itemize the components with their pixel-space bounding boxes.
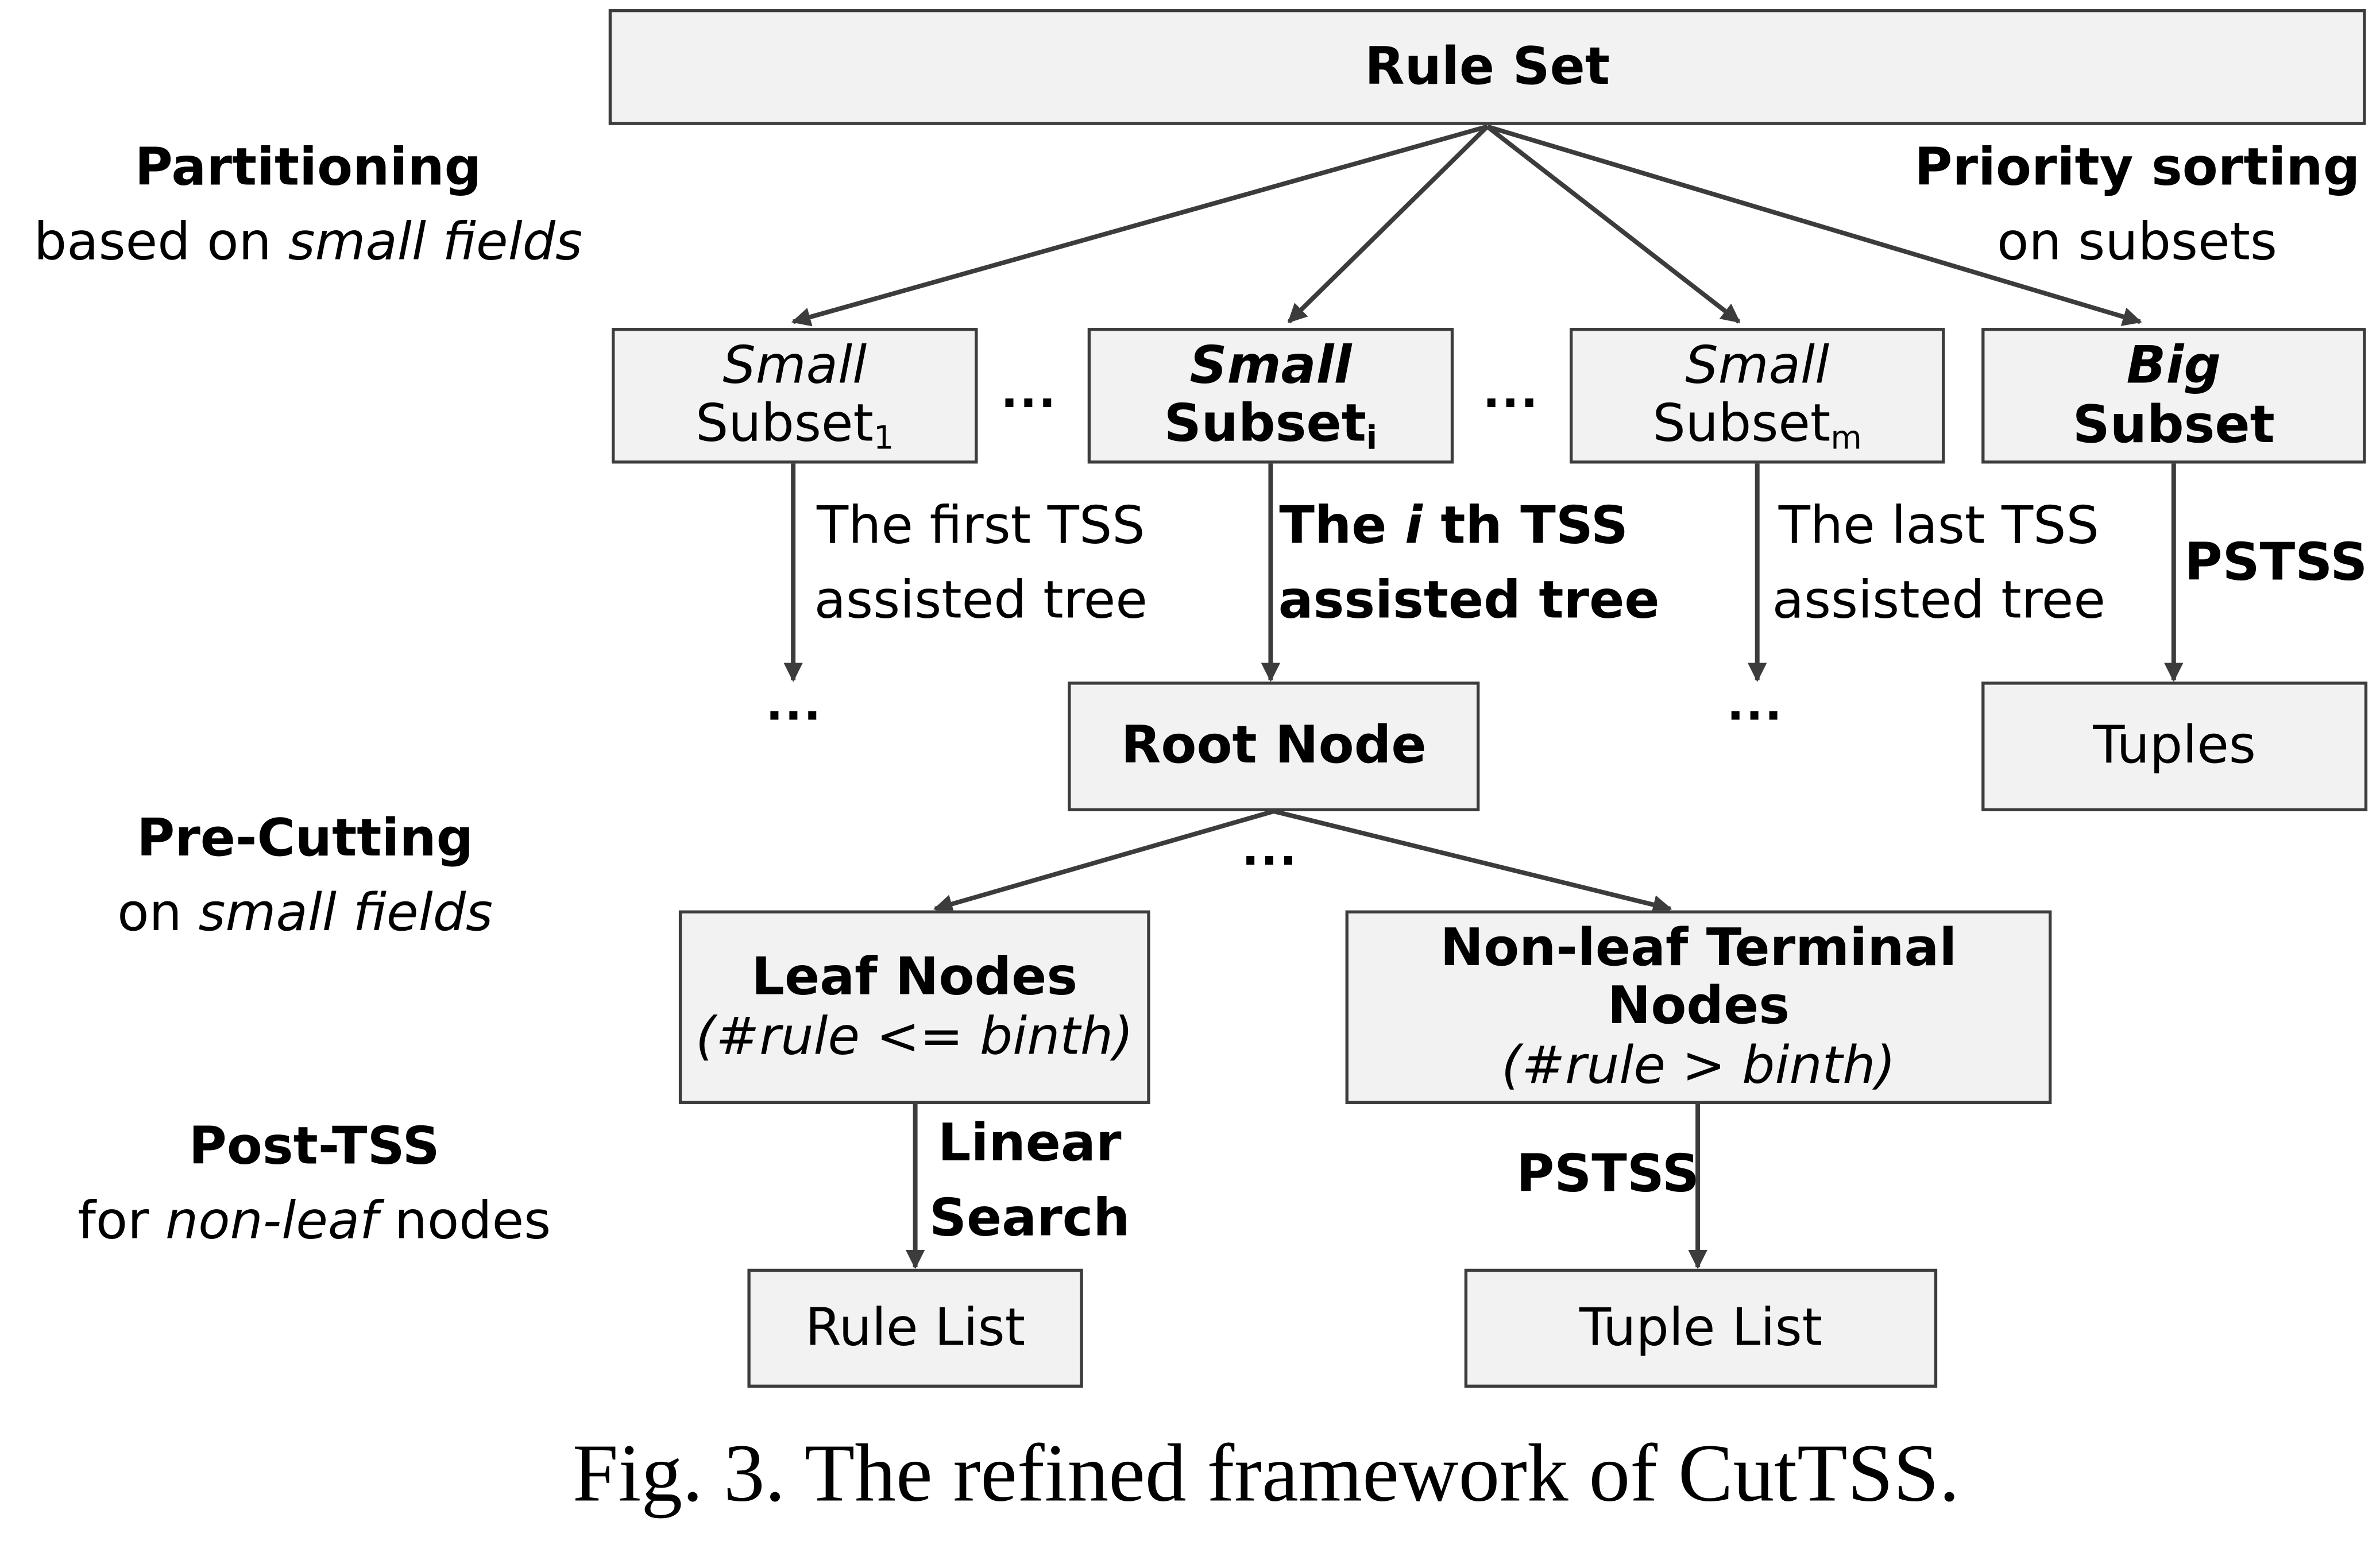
arrow-root-to-nonleaf [1273,809,1672,915]
big-subset-line2: Subset [2072,394,2275,455]
partitioning-label: Partitioning based on small fields [18,131,598,281]
small-subset-m-line1: Small [1685,335,1830,396]
small-subset-m-box: Small Subsetm [1570,328,1945,464]
nonleaf-nodes-title: Non-leaf Terminal Nodes [1440,918,1957,1038]
pstss-nonleaf-label: PSTSS [1516,1143,1699,1205]
ellipsis-between-subset-i-and-m: ... [1482,366,1540,420]
tuples-label: Tuples [2093,715,2256,777]
arrow-root-to-leaf [933,809,1274,913]
partitioning-title: Partitioning [134,137,482,199]
big-subset-line1: Big [2126,336,2221,397]
post-tss-title: Post-TSS [188,1116,440,1178]
rule-list-box: Rule List [747,1268,1083,1388]
small-subset-m-index: m [1830,417,1862,456]
small-subset-1-line2: Subset1 [695,393,894,456]
small-subset-1-index: 1 [873,417,894,456]
partitioning-desc: based on small fields [33,212,583,274]
nonleaf-nodes-box: Non-leaf Terminal Nodes (#rule > binth) [1345,910,2052,1104]
figure-caption: Fig. 3. The refined framework of CutTSS. [572,1427,1960,1519]
leaf-nodes-box: Leaf Nodes (#rule <= binth) [678,910,1150,1104]
small-subset-i-line2: Subseti [1164,393,1378,456]
small-subset-1-line1: Small [722,335,867,396]
root-node-box: Root Node [1068,682,1480,811]
arrow-ruleset-to-subset-i [1287,125,1489,324]
ith-tss-label: The i th TSS assisted tree [1278,495,1660,632]
ellipsis-below-root: ... [1241,823,1299,877]
arrow-ruleset-to-big-subset [1486,124,2142,326]
ellipsis-below-subset-m: ... [1726,678,1784,732]
small-subset-m-line2: Subsetm [1652,393,1862,456]
post-tss-label: Post-TSS for non-leaf nodes [46,1110,583,1261]
pre-cutting-desc: on small fields [117,883,493,944]
tuple-list-label: Tuple List [1579,1298,1823,1359]
post-tss-desc: for non-leaf nodes [78,1191,551,1253]
nonleaf-nodes-condition: (#rule > binth) [1501,1035,1896,1096]
small-subset-i-box: Small Subseti [1087,328,1454,464]
priority-sorting-desc: on subsets [1997,212,2277,274]
ellipsis-below-subset-1: ... [766,678,823,732]
leaf-nodes-condition: (#rule <= binth) [696,1005,1134,1067]
rule-set-box: Rule Set [608,9,2366,125]
arrow-ruleset-to-subset-m [1486,125,1741,324]
rule-list-label: Rule List [805,1298,1026,1359]
ellipsis-between-subset-1-and-i: ... [1000,366,1058,420]
pre-cutting-title: Pre-Cutting [137,808,474,869]
root-node-label: Root Node [1121,715,1427,777]
rule-set-label: Rule Set [1365,36,1610,98]
small-subset-1-box: Small Subset1 [612,328,978,464]
priority-sorting-title: Priority sorting [1914,137,2360,199]
leaf-nodes-title: Leaf Nodes [751,947,1078,1009]
small-subset-i-index: i [1366,417,1378,456]
arrow-ruleset-to-subset-1 [791,124,1488,327]
tuples-box: Tuples [1981,682,2368,811]
last-tss-label: The last TSS assisted tree [1772,495,2105,632]
big-subset-box: Big Subset [1981,328,2366,464]
pre-cutting-label: Pre-Cutting on small fields [46,802,565,953]
small-subset-i-line1: Small [1189,335,1352,396]
pstss-big-label: PSTSS [2184,532,2368,594]
first-tss-label: The first TSS assisted tree [814,495,1148,632]
linear-search-label: Linear Search [929,1113,1130,1250]
priority-sorting-label: Priority sorting on subsets [1914,131,2360,281]
tuple-list-box: Tuple List [1464,1268,1938,1388]
